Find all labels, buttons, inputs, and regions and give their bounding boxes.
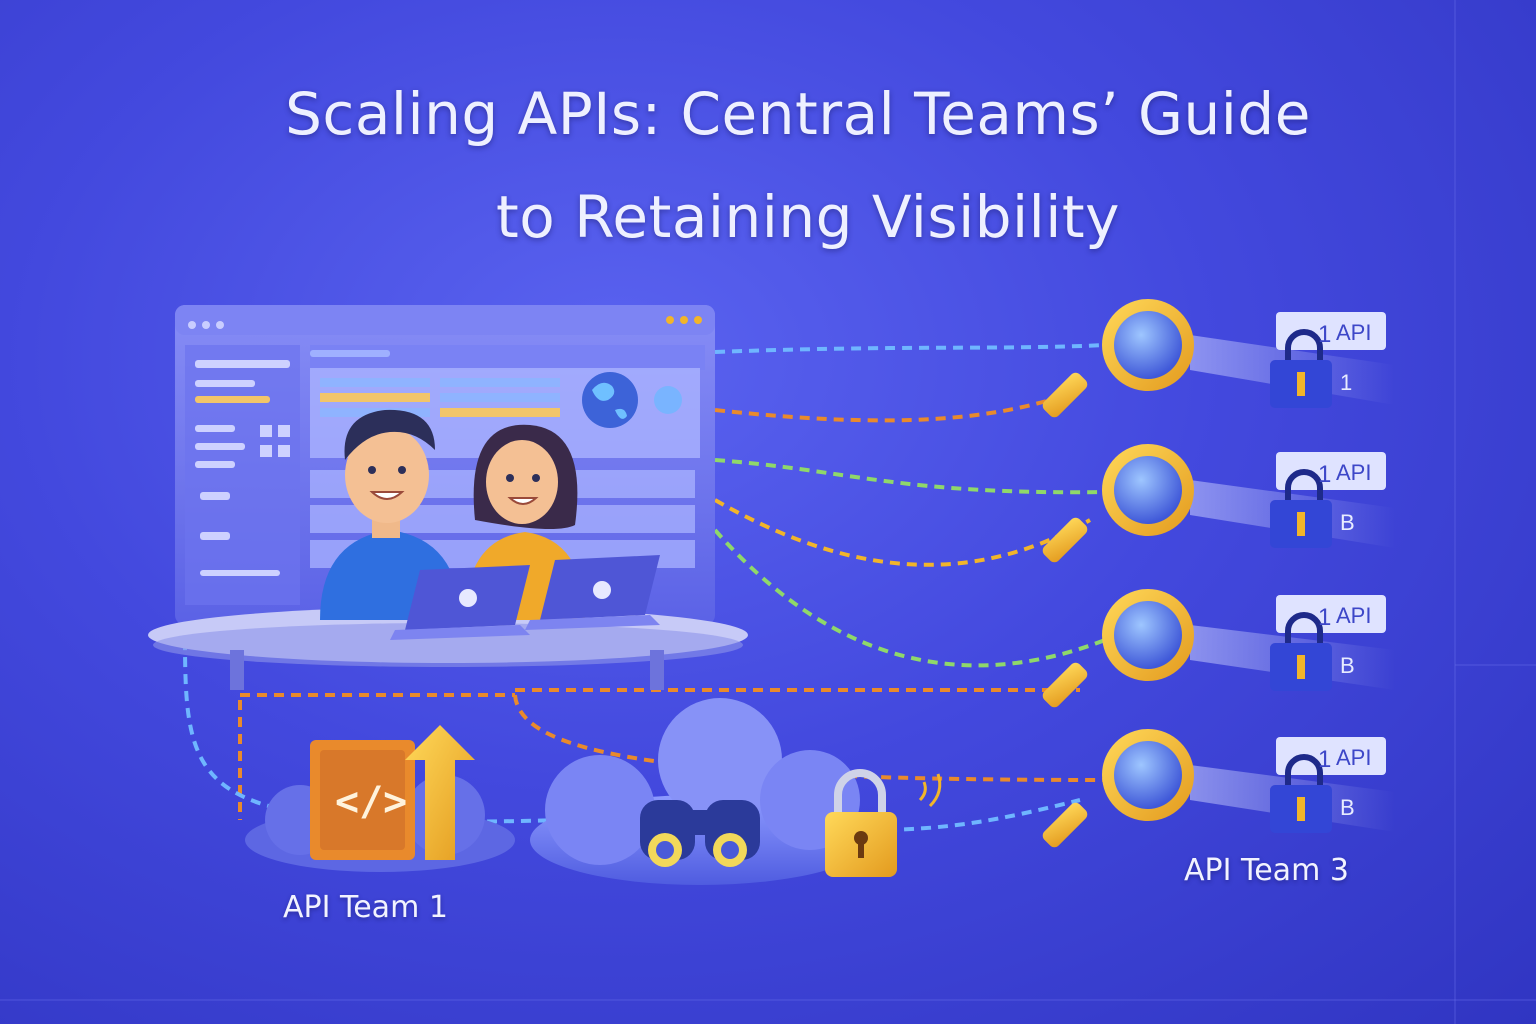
api-badge-sub: 1 <box>1340 370 1352 395</box>
laptop-icon <box>390 565 530 640</box>
magnifier-icon <box>1042 729 1395 848</box>
magnifier-icon <box>1042 299 1395 418</box>
dashboard-window <box>175 305 715 625</box>
cloud-icon <box>530 698 870 885</box>
connection-lines <box>183 343 1106 832</box>
api-badge-sub: B <box>1340 653 1355 678</box>
api-badge-sub: B <box>1340 510 1355 535</box>
api-badge-number: 1 <box>1318 321 1331 348</box>
magnifier-group <box>1042 299 1395 848</box>
binoculars-icon <box>640 800 760 867</box>
api-badge-tag: API <box>1336 745 1371 770</box>
keyhole <box>1297 797 1305 821</box>
keyhole <box>1297 512 1305 536</box>
page-title-line-2: to Retaining Visibility <box>496 183 1120 251</box>
laptop-icon <box>525 555 660 630</box>
api-badge-sub: B <box>1340 795 1355 820</box>
globe-icon <box>582 372 682 428</box>
keyhole <box>1297 655 1305 679</box>
api-team-1-label: API Team 1 <box>283 890 448 925</box>
upload-arrow-icon <box>405 725 475 860</box>
person-man <box>320 409 460 620</box>
lock-icon <box>825 769 897 877</box>
keyhole <box>1297 372 1305 396</box>
lock-icon <box>1285 469 1323 504</box>
api-badge-number: 1 <box>1318 604 1331 631</box>
lock-icon <box>1285 329 1323 364</box>
code-icon: </> <box>310 740 415 860</box>
page-title-line-1: Scaling APIs: Central Teams’ Guide <box>285 80 1311 148</box>
api-badge-number: 1 <box>1318 746 1331 773</box>
lock-icon <box>1285 754 1323 789</box>
lock-icon <box>1285 612 1323 647</box>
code-symbol: </> <box>335 779 407 825</box>
api-team-3-label: API Team 3 <box>1184 853 1349 888</box>
api-badge-tag: API <box>1336 320 1371 345</box>
api-badge-tag: API <box>1336 460 1371 485</box>
api-badge-number: 1 <box>1318 461 1331 488</box>
api-badge-tag: API <box>1336 603 1371 628</box>
